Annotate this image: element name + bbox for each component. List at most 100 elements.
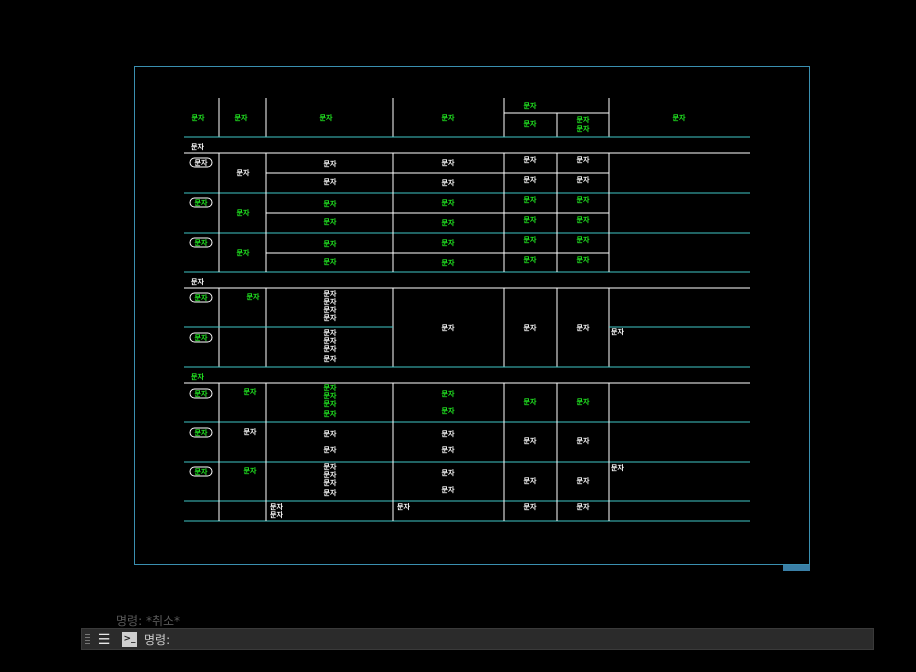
svg-text:문자: 문자 [195,333,208,342]
cell-text-82: 문자 [577,502,590,511]
cell-text-49: 문자 [577,323,590,332]
cell-text-80: 문자 [397,502,410,511]
cell-text-10: 문자 [237,168,250,177]
svg-text:문자: 문자 [195,198,208,207]
cell-text-23: 문자 [442,218,455,227]
cell-text-62: 문자 [324,429,337,438]
cell-text-3: 문자 [442,113,455,122]
cell-text-12: 문자 [324,177,337,186]
cell-text-24: 문자 [524,195,537,204]
drag-grip-handle[interactable] [85,634,90,646]
cell-text-35: 문자 [524,255,537,264]
cell-text-55: 문자 [324,399,337,408]
cell-text-37: 문자 [191,277,204,286]
cell-text-45: 문자 [324,344,337,353]
cell-text-21: 문자 [324,217,337,226]
cell-text-67: 문자 [577,436,590,445]
cell-text-71: 문자 [324,478,337,487]
cell-text-47: 문자 [442,323,455,332]
cell-text-29: 문자 [324,239,337,248]
cell-text-41: 문자 [324,305,337,314]
cell-text-46: 문자 [324,354,337,363]
cell-text-48: 문자 [524,323,537,332]
cell-text-19: 문자 [237,208,250,217]
cell-text-0: 문자 [192,113,205,122]
row-badge-0: 문자 [189,157,213,168]
cell-text-26: 문자 [524,215,537,224]
cell-text-39: 문자 [324,289,337,298]
cell-text-44: 문자 [324,336,337,345]
cell-text-63: 문자 [324,445,337,454]
cell-text-7: 문자 [577,124,590,133]
cell-text-8: 문자 [673,113,686,122]
svg-text:문자: 문자 [195,389,208,398]
cell-text-64: 문자 [442,429,455,438]
command-input[interactable] [144,631,844,648]
svg-text:문자: 문자 [195,293,208,302]
cell-text-72: 문자 [324,488,337,497]
command-line-bar[interactable]: ☰ >_ [81,628,874,650]
cell-text-15: 문자 [524,155,537,164]
cell-text-18: 문자 [577,175,590,184]
cell-text-34: 문자 [577,235,590,244]
cell-text-51: 문자 [191,372,204,381]
row-badge-2: 문자 [189,237,213,248]
svg-text:문자: 문자 [195,428,208,437]
cell-text-57: 문자 [442,389,455,398]
cell-text-25: 문자 [577,195,590,204]
cell-text-76: 문자 [577,476,590,485]
cell-text-6: 문자 [577,115,590,124]
cell-text-79: 문자 [270,510,283,519]
cell-text-70: 문자 [324,470,337,479]
cell-text-1: 문자 [235,113,248,122]
cell-text-78: 문자 [270,502,283,511]
cell-text-66: 문자 [524,436,537,445]
cell-text-58: 문자 [442,406,455,415]
cell-text-81: 문자 [524,502,537,511]
cell-text-43: 문자 [324,328,337,337]
cell-text-4: 문자 [524,101,537,110]
cell-text-36: 문자 [577,255,590,264]
cell-text-77: 문자 [611,463,624,472]
cell-text-32: 문자 [442,258,455,267]
svg-text:문자: 문자 [195,238,208,247]
drawing-sheet-border [134,66,810,565]
svg-text:문자: 문자 [195,158,208,167]
row-badge-4: 문자 [189,332,213,343]
cell-text-28: 문자 [237,248,250,257]
cell-text-68: 문자 [244,466,257,475]
cell-text-52: 문자 [244,387,257,396]
cell-text-65: 문자 [442,445,455,454]
cell-text-40: 문자 [324,297,337,306]
cell-text-50: 문자 [611,327,624,336]
hamburger-menu-icon[interactable]: ☰ [97,632,111,648]
cell-text-16: 문자 [577,155,590,164]
cell-text-2: 문자 [320,113,333,122]
cell-text-53: 문자 [324,383,337,392]
cell-text-69: 문자 [324,462,337,471]
cell-text-42: 문자 [324,313,337,322]
cell-text-9: 문자 [191,142,204,151]
row-badge-5: 문자 [189,388,213,399]
command-prompt-icon[interactable]: >_ [122,632,137,647]
cell-text-27: 문자 [577,215,590,224]
cell-text-60: 문자 [577,397,590,406]
cell-text-13: 문자 [442,158,455,167]
cell-text-22: 문자 [442,198,455,207]
cell-text-38: 문자 [247,292,260,301]
cell-text-74: 문자 [442,485,455,494]
row-badge-7: 문자 [189,466,213,477]
cell-text-33: 문자 [524,235,537,244]
svg-text:문자: 문자 [195,467,208,476]
cell-text-20: 문자 [324,199,337,208]
command-history: 명령: *취소* [116,614,181,628]
row-badge-3: 문자 [189,292,213,303]
cell-text-11: 문자 [324,159,337,168]
cell-text-75: 문자 [524,476,537,485]
cell-text-56: 문자 [324,409,337,418]
row-badge-6: 문자 [189,427,213,438]
cell-text-30: 문자 [324,257,337,266]
cell-text-31: 문자 [442,238,455,247]
cell-text-61: 문자 [244,427,257,436]
